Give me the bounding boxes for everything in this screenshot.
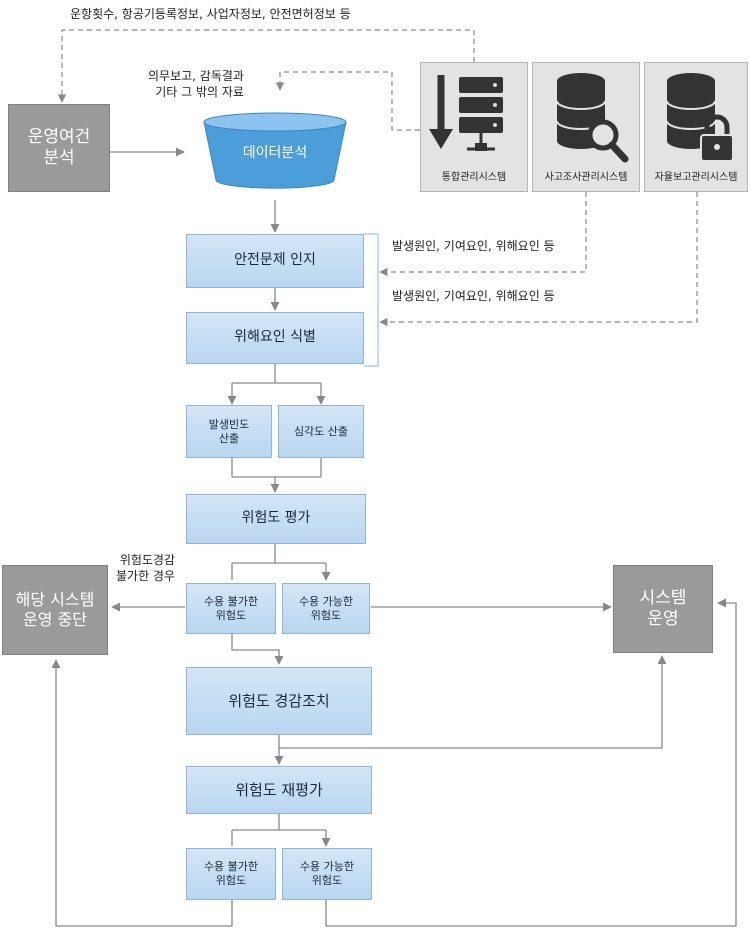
split-reassessment: [231, 814, 326, 846]
frequency-box: 발생빈도 산출: [186, 405, 272, 458]
cause-note-2: 발생원인, 기여요인, 위해요인 등: [392, 289, 555, 303]
dashed-accident-feed: [379, 192, 587, 277]
report-system-caption: 자율보고관리시스템: [654, 172, 738, 183]
acceptable-risk-box-2: 수용 가능한 위험도: [282, 848, 372, 900]
system-operation-box: 시스템 운영: [613, 565, 713, 653]
integrated-system-panel: 통합관리시스템: [420, 62, 528, 192]
arrow-acceptable2-to-operation: [325, 598, 737, 927]
arrow-unacceptable-to-mitigation: [231, 634, 284, 665]
server-download-icon: [429, 75, 503, 151]
dashed-top-feed: [57, 29, 475, 103]
mitigation-box: 위험도 경감조치: [186, 667, 372, 735]
severity-box: 심각도 산출: [278, 405, 364, 458]
integrated-system-caption: 통합관리시스템: [441, 172, 507, 183]
reduce-note: 위험도경감 불가한 경우: [116, 553, 176, 584]
risk-assessment-box: 위험도 평가: [186, 494, 366, 544]
arrow-unacceptable2-to-stop: [51, 659, 233, 927]
unacceptable-risk-box-1: 수용 불가한 위험도: [186, 583, 276, 634]
acceptable-risk-box-1: 수용 가능한 위험도: [282, 583, 370, 634]
side-note: 의무보고, 감독결과 기타 그 밖의 자료: [148, 69, 244, 100]
database-lock-icon: [666, 73, 734, 162]
cause-note-1: 발생원인, 기여요인, 위해요인 등: [392, 239, 555, 253]
reassessment-box: 위험도 재평가: [186, 766, 372, 814]
safety-issue-box: 안전문제 인지: [186, 234, 364, 288]
merge-to-assessment: [231, 458, 322, 492]
accident-system-caption: 사고조사관리시스템: [544, 172, 628, 183]
split-hazard: [231, 363, 322, 402]
unacceptable-risk-box-2: 수용 불가한 위험도: [186, 848, 276, 900]
database-search-icon: [556, 73, 629, 163]
operating-analysis-box: 운영여건 분석: [8, 104, 110, 192]
bracket: [364, 233, 379, 367]
dashed-side-feed: [275, 71, 420, 131]
report-system-panel: 자율보고관리시스템: [644, 62, 748, 192]
arrow-mitigation-to-operation: [278, 655, 667, 749]
top-note: 운항횟수, 항공기등록정보, 사업자정보, 안전면허정보 등: [70, 7, 351, 21]
split-assessment: [231, 543, 326, 580]
hazard-id-box: 위해요인 식별: [186, 312, 364, 364]
dashed-report-feed: [379, 192, 698, 327]
stop-operation-box: 해당 시스템 운영 중단: [2, 565, 108, 655]
accident-system-panel: 사고조사관리시스템: [532, 62, 640, 192]
data-analysis-cylinder: [203, 112, 347, 189]
data-analysis-label: 데이터분석: [242, 145, 308, 162]
